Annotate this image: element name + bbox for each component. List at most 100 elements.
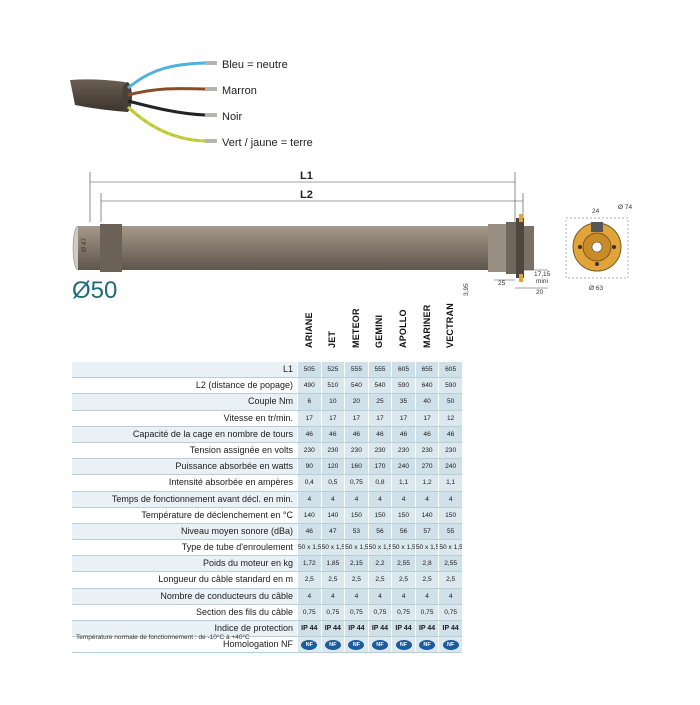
table-cell: 4 xyxy=(391,588,415,604)
table-cell: NF xyxy=(391,637,415,653)
table-cell: 1,85 xyxy=(320,556,345,572)
row-label: Capacité de la cage en nombre de tours xyxy=(72,426,297,442)
wires xyxy=(126,61,217,143)
table-cell: 50 x 1,5 xyxy=(438,540,462,556)
table-cell: 4 xyxy=(297,588,321,604)
dim-d63: Ø 63 xyxy=(589,285,603,292)
table-cell: 525 xyxy=(320,362,345,378)
table-cell: 270 xyxy=(414,459,439,475)
table-cell: 57 xyxy=(414,523,439,540)
table-cell: IP 44 xyxy=(438,621,462,637)
table-cell: 17 xyxy=(344,410,368,426)
table-cell: 230 xyxy=(367,442,392,459)
row-label: Type de tube d'enroulement xyxy=(181,542,293,553)
table-cell: 90 xyxy=(297,459,321,475)
table-cell: 17 xyxy=(391,410,415,426)
nf-badge-icon: NF xyxy=(371,640,388,651)
model-name: GEMINI xyxy=(374,314,385,348)
table-cell: 230 xyxy=(320,442,345,459)
table-cell: 0,75 xyxy=(391,604,415,620)
footnote: Température normale de fonctionnement : … xyxy=(76,634,250,641)
dim-l2: L2 xyxy=(300,189,313,201)
model-header: GEMINI xyxy=(368,310,392,360)
table-cell: NF xyxy=(344,637,368,653)
table-cell: 240 xyxy=(391,459,415,475)
table-cell: 4 xyxy=(367,588,392,604)
table-cell: NF xyxy=(367,637,392,653)
table-cell: 4 xyxy=(438,588,462,604)
wire-label-black: Noir xyxy=(222,111,243,123)
table-cell: 605 xyxy=(438,362,462,378)
table-cell: 605 xyxy=(391,362,415,378)
table-cell: 230 xyxy=(438,442,462,459)
model-header: MARINER xyxy=(415,305,439,360)
table-cell: 0,8 xyxy=(367,475,392,491)
table-cell: 56 xyxy=(367,523,392,540)
table-cell: 2,5 xyxy=(297,572,321,588)
table-cell: 555 xyxy=(367,362,392,378)
wire-label-green-yellow: Vert / jaune = terre xyxy=(222,137,313,149)
diameter-label: Ø50 xyxy=(72,277,117,304)
model-name: METEOR xyxy=(350,308,361,348)
wire-green-yellow xyxy=(126,105,206,143)
table-cell: IP 44 xyxy=(320,621,345,637)
row-label: Nombre de conducteurs du câble xyxy=(72,588,297,604)
table-cell: IP 44 xyxy=(391,621,415,637)
table-cell: 50 x 1,5 xyxy=(297,540,321,556)
row-label: Vitesse en tr/min. xyxy=(223,412,293,423)
model-header: JET xyxy=(321,310,345,360)
table-cell: 46 xyxy=(344,426,368,442)
table-cell: 140 xyxy=(297,507,321,523)
row-label: L1 xyxy=(72,362,297,378)
table-cell: 4 xyxy=(414,491,439,507)
table-cell: 1,2 xyxy=(414,475,439,491)
dim-24: 24 xyxy=(592,208,600,215)
table-cell: 2,5 xyxy=(391,572,415,588)
table-cell: 2,5 xyxy=(320,572,345,588)
table-cell: 17 xyxy=(414,410,439,426)
wire-black xyxy=(127,99,206,117)
motor-head-view xyxy=(565,217,629,279)
table-cell: 4 xyxy=(344,588,368,604)
table-cell: 150 xyxy=(391,507,415,523)
row-label: Section des fils du câble xyxy=(195,606,293,617)
table-cell: 170 xyxy=(367,459,392,475)
wire-blue xyxy=(127,61,206,90)
table-cell: 150 xyxy=(438,507,462,523)
motor-tube xyxy=(72,214,534,282)
row-label: Tension assignée en volts xyxy=(189,444,293,455)
table-cell: 17 xyxy=(320,410,345,426)
model-name: JET xyxy=(327,330,338,348)
table-cell: 47 xyxy=(320,523,345,540)
table-cell: 150 xyxy=(344,507,368,523)
model-header: ARIANE xyxy=(297,310,321,360)
table-cell: 4 xyxy=(344,491,368,507)
wire-label-blue: Bleu = neutre xyxy=(222,59,288,71)
table-cell: IP 44 xyxy=(297,621,321,637)
table-cell: 4 xyxy=(367,491,392,507)
table-cell: 46 xyxy=(414,426,439,442)
table-cell: 0,75 xyxy=(367,604,392,620)
row-label: Puissance absorbée en watts xyxy=(72,459,297,475)
table-cell: 46 xyxy=(391,426,415,442)
table-cell: 50 x 1,5 xyxy=(414,540,439,556)
table-cell: 56 xyxy=(391,523,415,540)
model-name: VECTRAN xyxy=(445,303,456,348)
